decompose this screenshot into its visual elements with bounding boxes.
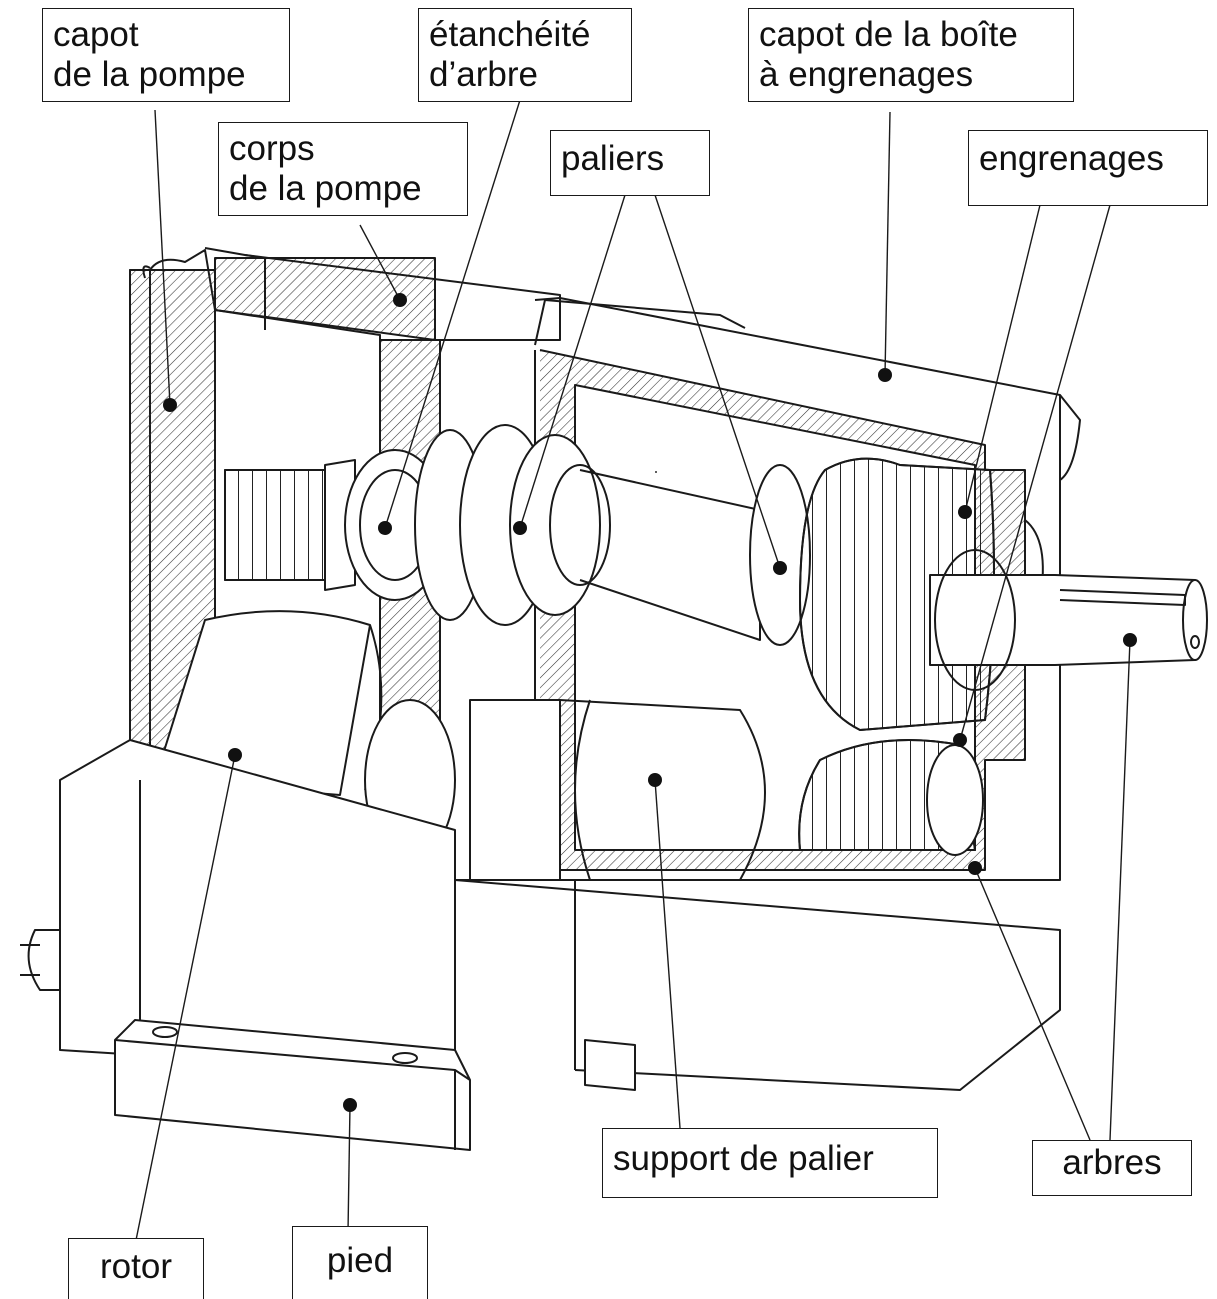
label-etancheite: étanchéité d’arbre [418,8,632,102]
label-rotor: rotor [68,1238,204,1299]
label-text: pied [326,1241,394,1280]
label-text: support de palier [613,1139,874,1178]
label-line: d’arbre [429,55,538,94]
leader-dots [163,293,1137,1112]
label-line: à engrenages [759,55,974,94]
label-text: arbres [1062,1143,1162,1182]
leader-lines [134,99,1131,1246]
label-line: de la pompe [229,169,422,208]
label-pied: pied [292,1226,428,1299]
label-text: rotor [100,1247,172,1286]
label-line: capot [53,15,139,54]
label-line: corps [229,129,315,168]
label-engrenages: engrenages [968,130,1208,206]
upper-shaft-shape [224,424,811,646]
foot-shape [114,1019,471,1151]
label-capot-pompe: capot de la pompe [42,8,290,102]
label-support-palier: support de palier [602,1128,938,1198]
label-line: de la pompe [53,55,246,94]
label-line: étanchéité [429,15,591,54]
label-line: capot de la boîte [759,15,1018,54]
label-arbres: arbres [1032,1140,1192,1196]
label-capot-boite: capot de la boîte à engrenages [748,8,1074,102]
label-text: paliers [561,139,665,178]
label-corps-pompe: corps de la pompe [218,122,468,216]
label-text: engrenages [979,139,1164,178]
lower-assembly-shape [154,610,766,881]
label-paliers: paliers [550,130,710,196]
base-shape [20,739,1061,1091]
